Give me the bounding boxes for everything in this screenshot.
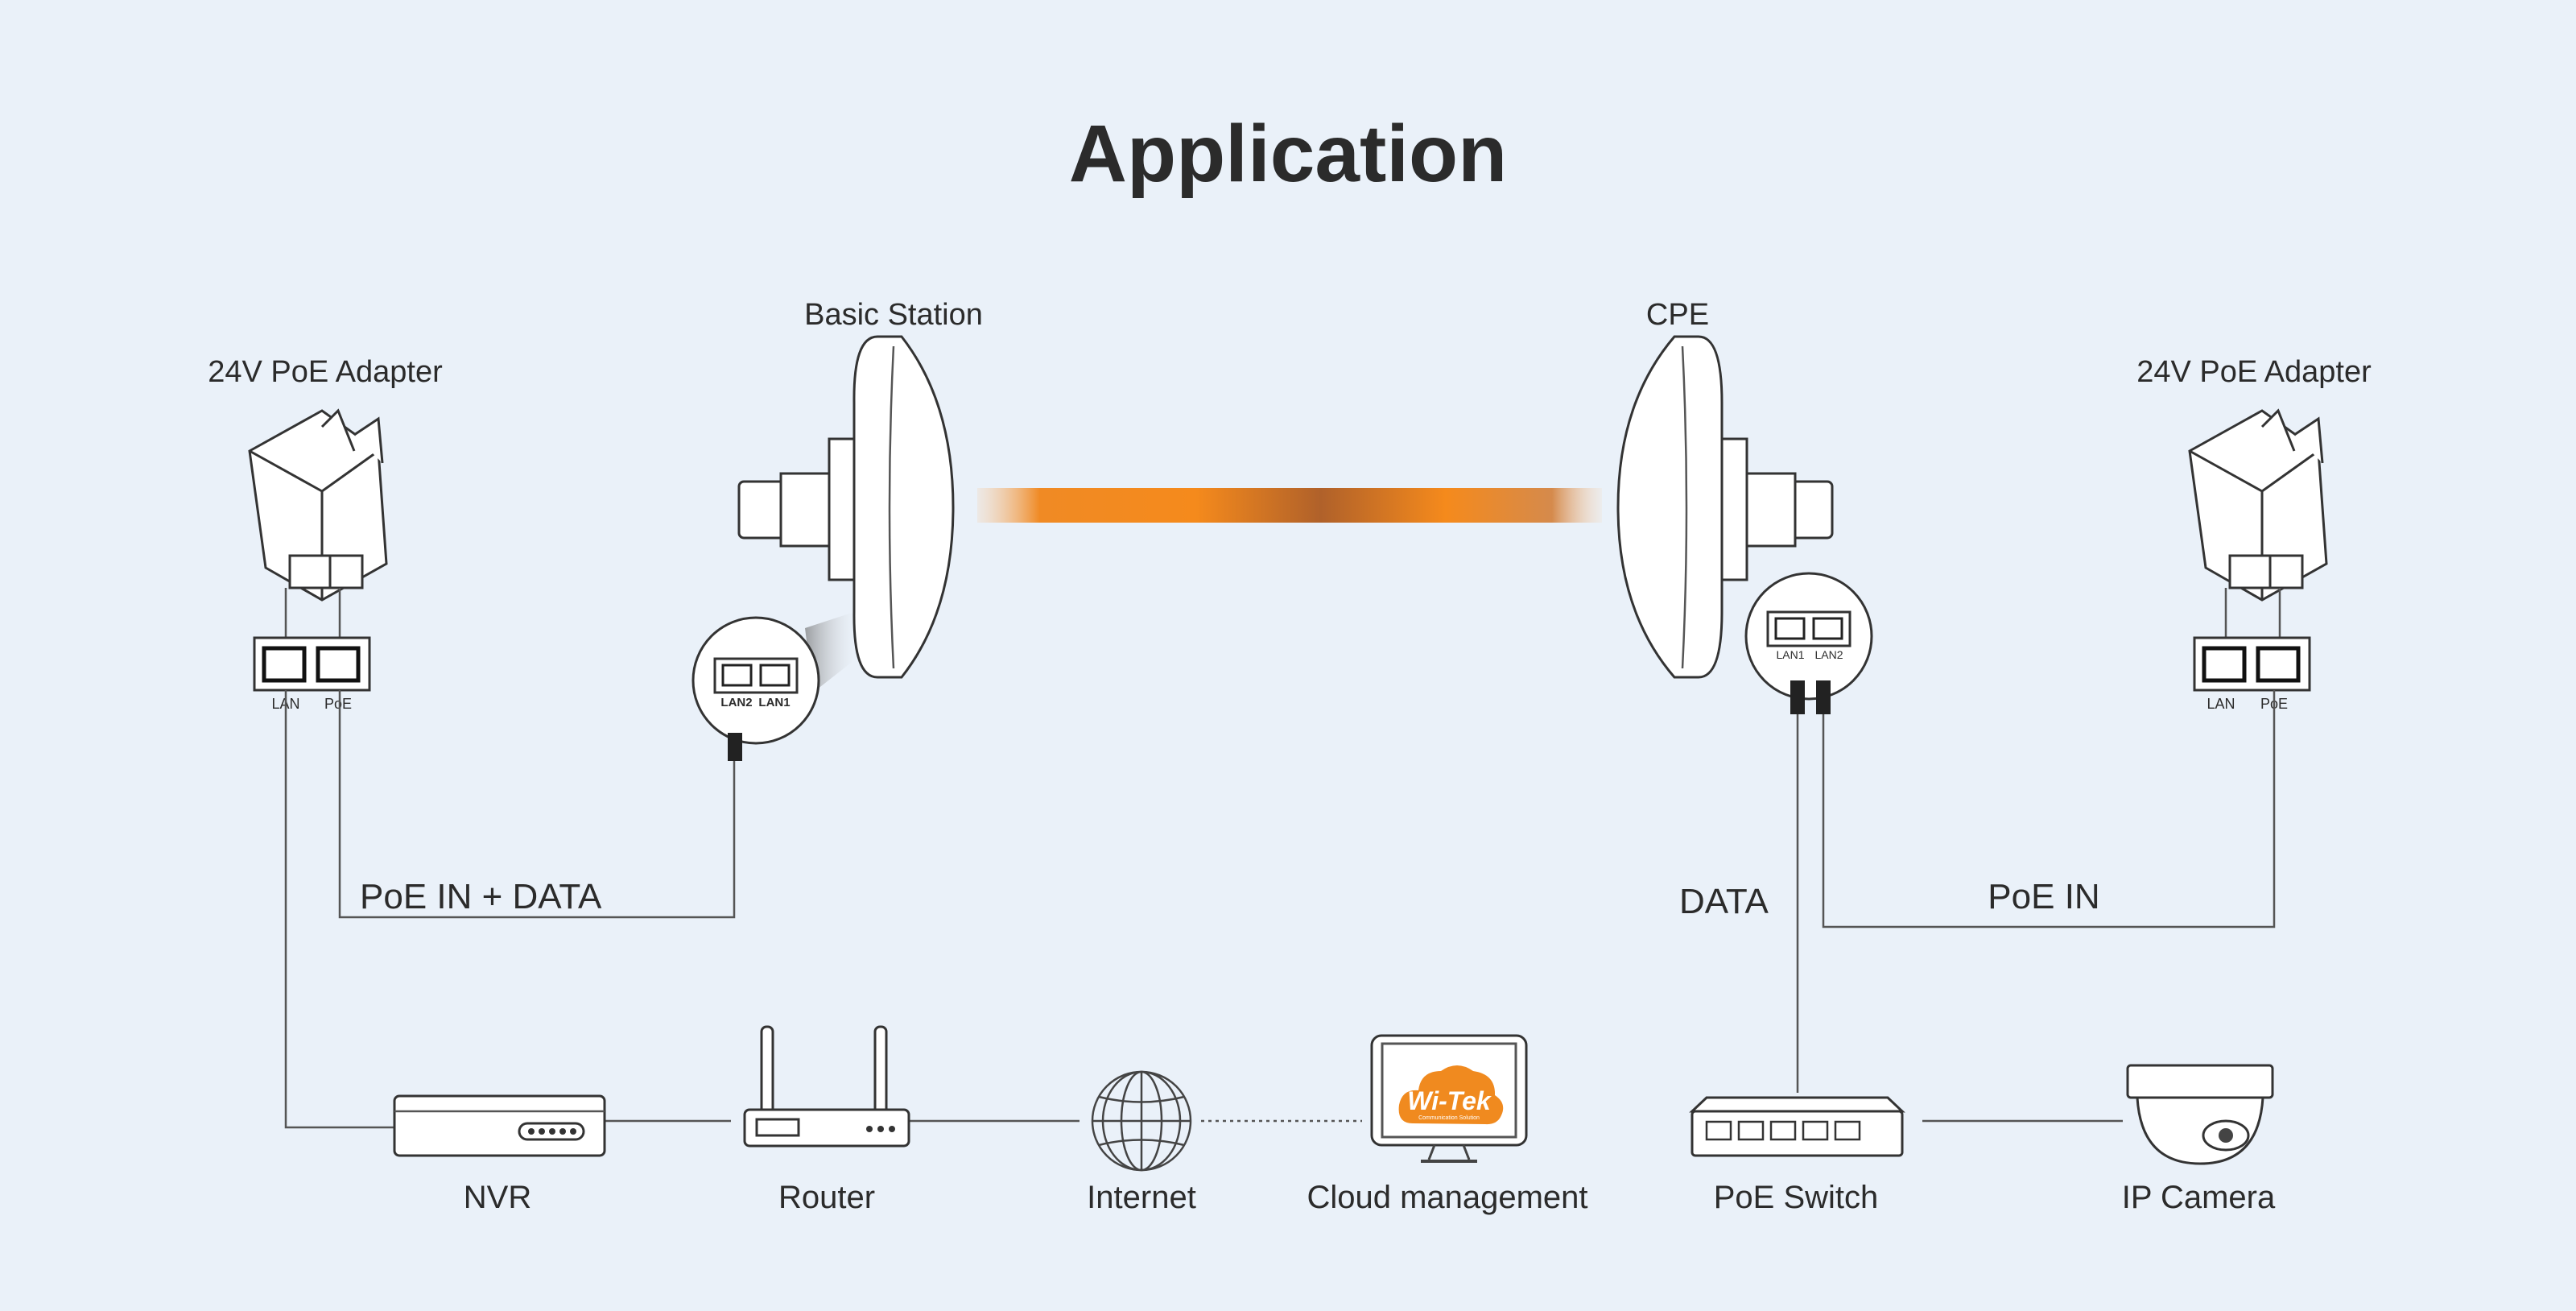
page-title: Application: [1069, 109, 1507, 199]
left-poe-adapter-icon: [248, 408, 388, 692]
poe-cable-to-basic-station: [338, 690, 736, 919]
basic-station-port-lan1: LAN1: [758, 696, 790, 709]
wi-tek-logo: [1398, 1065, 1504, 1125]
svg-text:Wi-Tek: Wi-Tek: [1407, 1086, 1492, 1115]
internet-label: Internet: [1087, 1180, 1196, 1215]
cpe-label: CPE: [1646, 298, 1709, 332]
router-icon: [743, 1025, 910, 1148]
lan-cable-to-nvr: [284, 690, 394, 1129]
nvr-label: NVR: [464, 1180, 531, 1215]
cpe-icon: [1616, 335, 1873, 714]
right-adapter-label: 24V PoE Adapter: [2136, 355, 2372, 389]
poe-in-data-label: PoE IN + DATA: [360, 877, 602, 916]
cloud-management-monitor-icon: Wi-Tek Communication Solution: [1370, 1034, 1528, 1163]
basic-station-port-lan2: LAN2: [720, 696, 752, 709]
cloud-management-label: Cloud management: [1307, 1180, 1587, 1215]
ip-camera-icon: [2126, 1064, 2274, 1165]
router-label: Router: [778, 1180, 875, 1215]
poe-switch-icon: [1689, 1096, 1905, 1157]
right-poe-adapter-icon: [2188, 408, 2328, 692]
nvr-icon: [393, 1094, 606, 1157]
wireless-link-beam: [977, 488, 1602, 523]
poe-switch-label: PoE Switch: [1714, 1180, 1879, 1215]
poe-in-label: PoE IN: [1988, 877, 2099, 916]
internet-globe-icon: [1091, 1070, 1192, 1172]
left-adapter-port-poe: PoE: [324, 696, 352, 712]
ip-camera-label: IP Camera: [2122, 1180, 2276, 1215]
svg-text:Communication Solution: Communication Solution: [1418, 1115, 1480, 1121]
cpe-port-lan1: LAN1: [1776, 648, 1804, 661]
cpe-port-lan2: LAN2: [1814, 648, 1843, 661]
poe-cable-to-cpe: [1822, 690, 2276, 928]
right-adapter-port-lan: LAN: [2207, 696, 2235, 712]
data-label: DATA: [1679, 882, 1769, 921]
left-adapter-label: 24V PoE Adapter: [208, 355, 443, 389]
basic-station-label: Basic Station: [804, 298, 983, 332]
basic-station-icon: [691, 335, 955, 761]
